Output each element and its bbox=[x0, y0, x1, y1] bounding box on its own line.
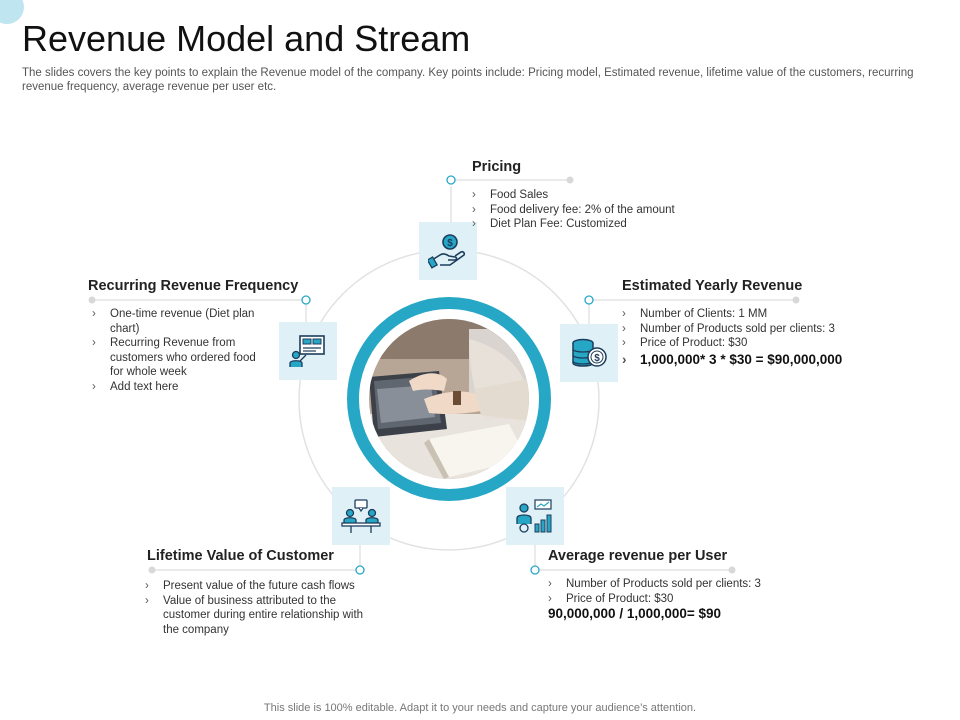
recurring-node bbox=[301, 295, 311, 305]
recurring-points: One-time revenue (Diet plan chart) Recur… bbox=[92, 307, 272, 394]
page-subtitle: The slides covers the key points to expl… bbox=[22, 67, 914, 93]
pricing-points: Food Sales Food delivery fee: 2% of the … bbox=[472, 188, 732, 232]
list-item: Diet Plan Fee: Customized bbox=[472, 217, 732, 232]
list-item: Recurring Revenue from customers who ord… bbox=[92, 336, 272, 380]
list-item: Price of Product: $30 bbox=[622, 336, 922, 351]
list-item: Number of Clients: 1 MM bbox=[622, 307, 922, 322]
average-icon-box bbox=[506, 487, 564, 545]
average-points: Number of Products sold per clients: 3 P… bbox=[548, 577, 848, 606]
lifetime-icon-box bbox=[332, 487, 390, 545]
list-item: Number of Products sold per clients: 3 bbox=[548, 577, 848, 592]
lifetime-node bbox=[355, 565, 365, 575]
meeting-table-icon bbox=[341, 499, 381, 533]
recurring-icon-box bbox=[279, 322, 337, 380]
page-title: Revenue Model and Stream bbox=[22, 18, 471, 59]
list-item: Price of Product: $30 bbox=[548, 592, 848, 607]
average-heading: Average revenue per User bbox=[548, 548, 728, 564]
svg-text:$: $ bbox=[447, 238, 453, 249]
estimated-node bbox=[584, 295, 594, 305]
presenter-board-icon bbox=[289, 335, 325, 367]
average-node bbox=[530, 565, 540, 575]
lifetime-points: Present value of the future cash flows V… bbox=[145, 579, 370, 637]
average-formula: 90,000,000 / 1,000,000= $90 bbox=[548, 606, 722, 621]
list-item: Food Sales bbox=[472, 188, 732, 203]
coin-stack-icon: $ bbox=[572, 338, 607, 367]
recurring-heading: Recurring Revenue Frequency bbox=[88, 278, 299, 294]
pricing-icon-box: $ bbox=[419, 222, 477, 280]
list-item: Present value of the future cash flows bbox=[145, 579, 370, 594]
estimated-formula: 1,000,000* 3 * $30 = $90,000,000 bbox=[622, 351, 922, 368]
list-item: Food delivery fee: 2% of the amount bbox=[472, 203, 732, 218]
list-item: Number of Products sold per clients: 3 bbox=[622, 322, 922, 337]
pricing-node bbox=[446, 175, 456, 185]
list-item: One-time revenue (Diet plan chart) bbox=[92, 307, 272, 336]
estimated-points: Number of Clients: 1 MM Number of Produc… bbox=[622, 307, 922, 368]
center-photo bbox=[369, 319, 529, 479]
estimated-icon-box: $ bbox=[560, 324, 618, 382]
list-item: Add text here bbox=[92, 380, 272, 395]
estimated-heading: Estimated Yearly Revenue bbox=[622, 278, 803, 294]
lifetime-heading: Lifetime Value of Customer bbox=[147, 548, 334, 564]
pricing-heading: Pricing bbox=[472, 159, 522, 175]
svg-text:$: $ bbox=[594, 353, 600, 364]
list-item: Value of business attributed to the cust… bbox=[145, 594, 370, 638]
money-hand-icon: $ bbox=[428, 234, 466, 269]
analyst-chart-icon bbox=[516, 499, 552, 533]
footer-note: This slide is 100% editable. Adapt it to… bbox=[263, 702, 697, 714]
